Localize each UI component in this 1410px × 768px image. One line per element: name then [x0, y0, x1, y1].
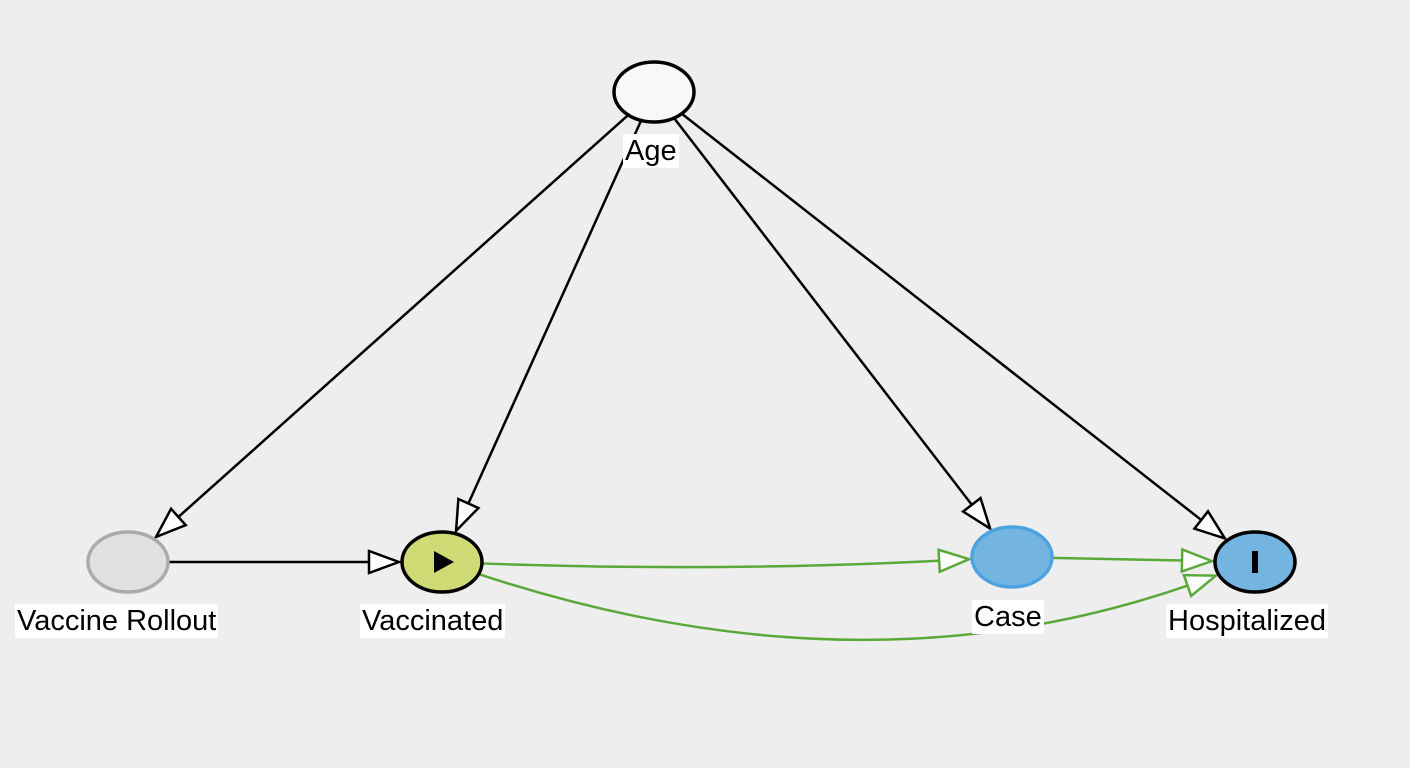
node-label-hospitalized: Hospitalized	[1166, 604, 1328, 638]
node-vaccinated[interactable]	[400, 530, 484, 594]
node-label-case: Case	[972, 600, 1044, 634]
node-label-age: Age	[623, 134, 679, 168]
edge-age-to-vaccinated[interactable]	[454, 119, 643, 535]
edge-age-to-case[interactable]	[673, 117, 993, 532]
node-label-vaccine-rollout: Vaccine Rollout	[15, 604, 219, 638]
bar-icon	[1252, 551, 1258, 573]
node-label-vaccinated: Vaccinated	[360, 604, 506, 638]
edge-vaccinated-to-case[interactable]	[481, 548, 973, 574]
node-vaccine-rollout[interactable]	[86, 530, 170, 594]
edge-age-to-vaccine-rollout[interactable]	[153, 114, 630, 540]
node-age[interactable]	[612, 60, 696, 124]
edge-vaccine-rollout-to-vaccinated[interactable]	[168, 549, 403, 575]
edge-age-to-hospitalized[interactable]	[680, 112, 1228, 541]
play-icon	[434, 551, 454, 573]
edge-vaccinated-to-hospitalized[interactable]	[478, 572, 1220, 642]
edge-case-to-hospitalized[interactable]	[1051, 547, 1216, 574]
node-hospitalized[interactable]	[1213, 530, 1297, 594]
node-case[interactable]	[970, 525, 1054, 589]
